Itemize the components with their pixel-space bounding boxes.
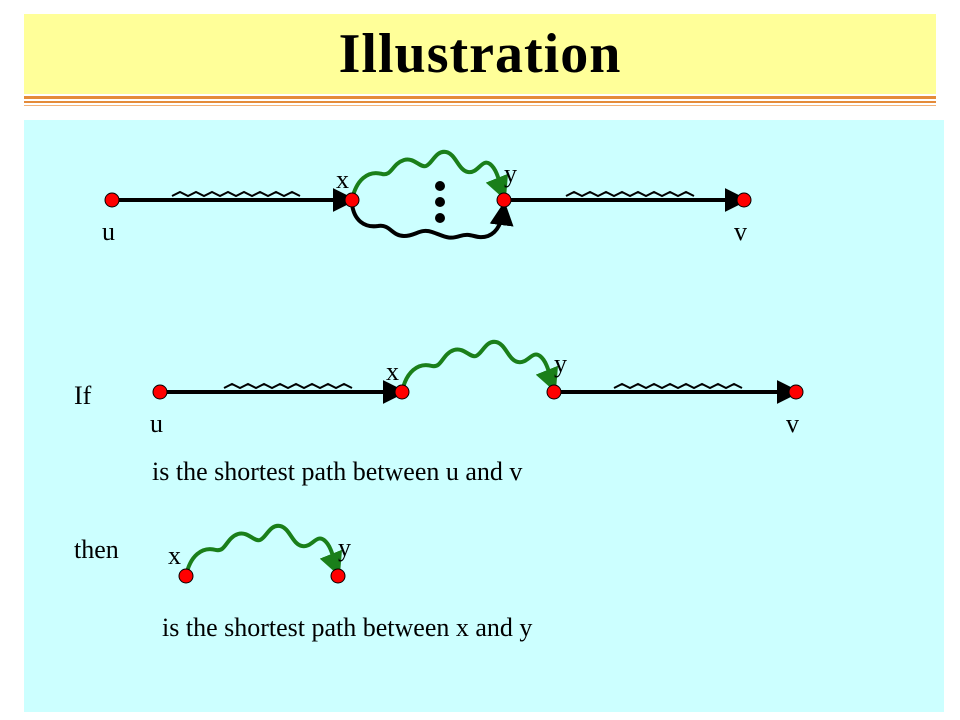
then-text: then <box>74 535 119 564</box>
diagram-2: If u x y v is the shortest path between … <box>74 339 804 486</box>
ellipsis-dot-1 <box>435 181 445 191</box>
path-x-y-green-2 <box>400 339 559 393</box>
caption-2: is the shortest path between u and v <box>152 457 522 486</box>
squiggle-y-v <box>565 190 695 198</box>
path-x-y-dark <box>350 201 514 240</box>
ellipsis-dot-2 <box>435 197 445 207</box>
node-y <box>496 192 512 208</box>
label-v: v <box>734 217 747 246</box>
caption-3: is the shortest path between x and y <box>162 613 532 642</box>
title-rule-1 <box>24 96 936 99</box>
slide-title: Illustration <box>338 23 622 85</box>
node-v-2 <box>788 384 804 400</box>
label-y-3: y <box>338 533 351 562</box>
label-x-2: x <box>386 357 399 386</box>
node-x <box>344 192 360 208</box>
node-x-2 <box>394 384 410 400</box>
title-rule-2 <box>24 101 936 103</box>
label-y: y <box>504 159 517 188</box>
label-u-2: u <box>150 409 163 438</box>
node-u-2 <box>152 384 168 400</box>
diagram-1: u x y v <box>102 149 752 246</box>
ellipsis-dot-3 <box>435 213 445 223</box>
squiggle-y-v-2 <box>613 382 743 390</box>
label-x-3: x <box>168 541 181 570</box>
if-text: If <box>74 381 92 410</box>
path-x-y-green <box>350 149 509 201</box>
content-panel <box>24 120 944 712</box>
node-y-3 <box>330 568 346 584</box>
label-v-2: v <box>786 409 799 438</box>
label-u: u <box>102 217 115 246</box>
squiggle-u-x <box>171 190 301 198</box>
diagram-3: then x y is the shortest path between x … <box>74 523 532 642</box>
squiggle-u-x-2 <box>223 382 353 390</box>
label-x: x <box>336 165 349 194</box>
node-y-2 <box>546 384 562 400</box>
label-y-2: y <box>554 349 567 378</box>
node-v <box>736 192 752 208</box>
title-rule-3 <box>24 105 936 106</box>
node-x-3 <box>178 568 194 584</box>
path-x-y-green-3 <box>184 523 343 577</box>
title-bar: Illustration <box>24 14 936 94</box>
node-u <box>104 192 120 208</box>
